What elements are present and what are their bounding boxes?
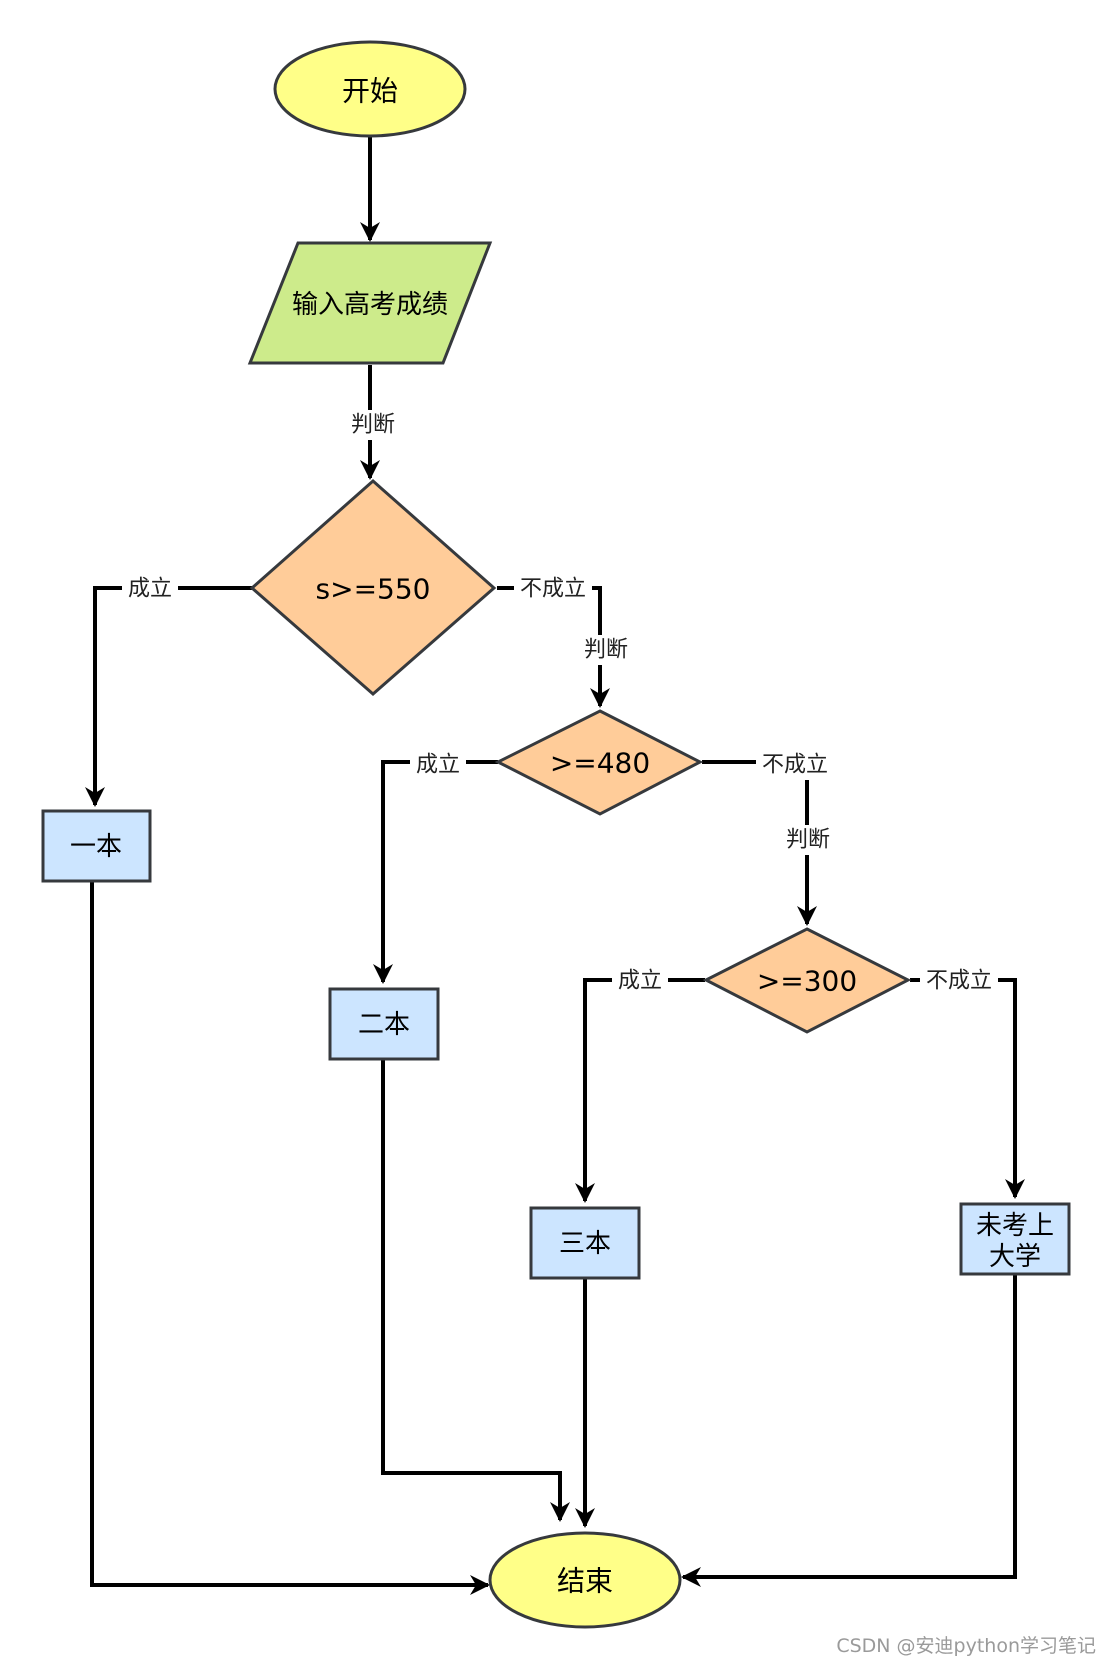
input-node: 输入高考成绩 [247,241,493,365]
decision-node-3: >=300 [702,927,912,1034]
process-node-no-college: 未考上 大学 [959,1202,1071,1276]
edge-label-false-3: 不成立 [926,969,992,994]
edges [85,137,1025,1595]
decision-2-label: >=480 [550,747,650,780]
edge-nocollege-to-end [681,1273,1017,1587]
edge-label-judge-3: 判断 [786,828,830,853]
process-node-tier2: 二本 [328,987,440,1061]
process-node-tier3: 三本 [529,1206,641,1280]
edge-label-false-2: 不成立 [762,753,828,778]
no-college-label-line2: 大学 [989,1242,1041,1272]
edge-label-judge-2: 判断 [584,638,628,663]
end-label: 结束 [557,1565,613,1598]
decision-node-2: >=480 [494,709,704,816]
edge-label-false-1: 不成立 [520,577,586,602]
edge-tier1-to-end [90,880,490,1595]
edge-decision3-false [910,978,1025,1199]
watermark-text: CSDN @安迪python学习笔记 [836,1635,1096,1657]
edge-decision2-true [373,760,498,984]
tier2-label: 二本 [358,1010,410,1040]
process-node-tier1: 一本 [41,809,152,883]
decision-1-label: s>=550 [316,573,431,606]
tier1-label: 一本 [70,832,122,862]
edge-label-true-2: 成立 [416,753,460,778]
tier3-label: 三本 [559,1229,611,1259]
edge-tier2-to-end [381,1057,570,1522]
edge-label-judge-1: 判断 [351,413,395,438]
edge-decision3-true [575,978,705,1203]
start-node: 开始 [273,40,467,138]
edge-decision1-true [85,586,253,807]
decision-node-1: s>=550 [249,478,497,696]
start-label: 开始 [342,75,398,108]
end-node: 结束 [488,1531,682,1629]
input-label: 输入高考成绩 [292,290,448,320]
edge-label-true-3: 成立 [618,969,662,994]
edge-label-true-1: 成立 [128,577,172,602]
no-college-label-line1: 未考上 [976,1211,1054,1241]
edge-labels: 判断 成立 不成立 判断 成立 不成立 判断 成立 不成立 [122,410,998,996]
decision-3-label: >=300 [757,965,857,998]
